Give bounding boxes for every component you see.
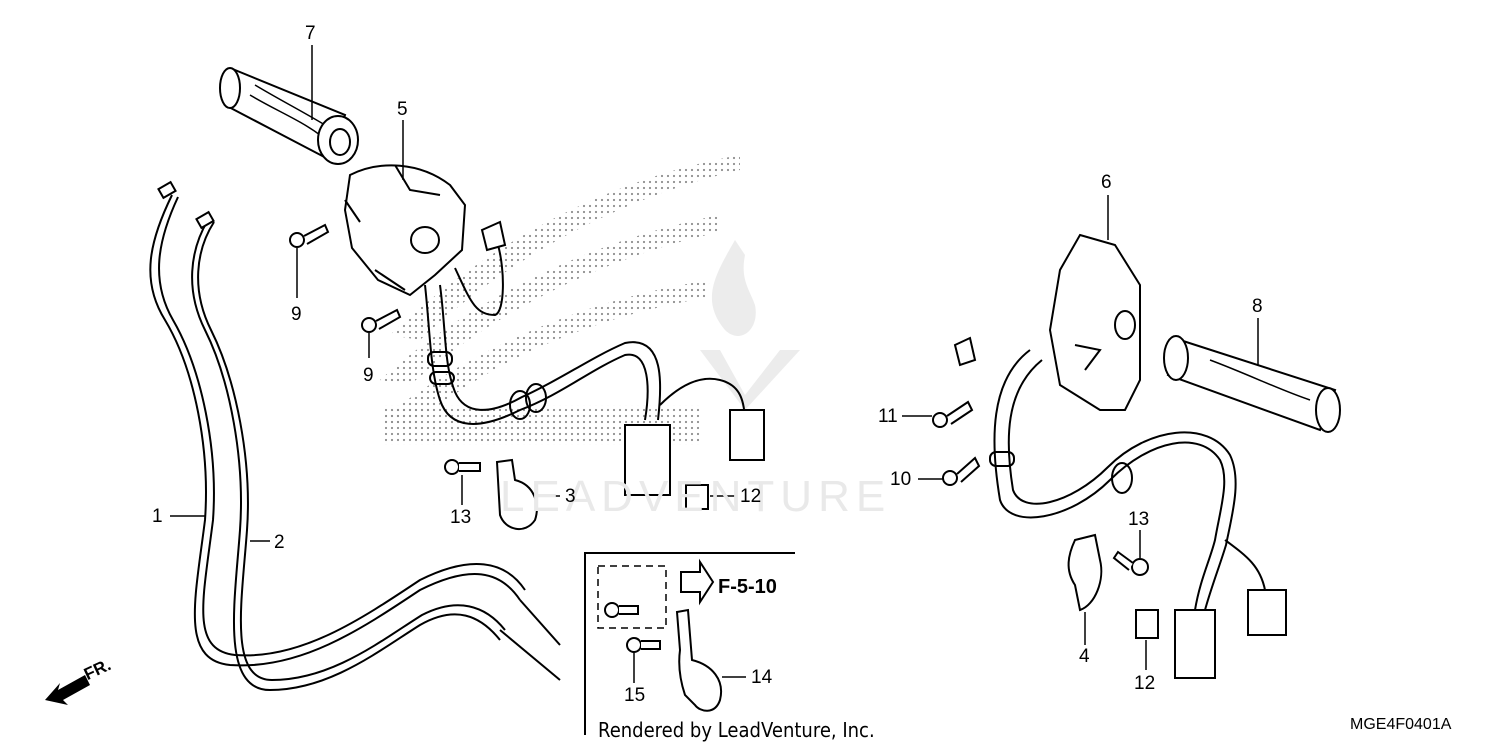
front-direction-arrow (45, 675, 90, 705)
throttle-grip[interactable] (219, 67, 359, 165)
dotted-wing-background (380, 155, 740, 445)
callout-9a[interactable]: 9 (291, 304, 302, 325)
bolt-13b[interactable] (1112, 550, 1149, 576)
clamp-14[interactable] (675, 608, 723, 712)
screw-10[interactable] (942, 456, 981, 486)
bolt-inset-dashed (604, 602, 639, 618)
callout-2[interactable]: 2 (274, 532, 285, 553)
callout-13b[interactable]: 13 (1128, 509, 1150, 530)
callout-12b[interactable]: 12 (1134, 673, 1156, 694)
connector-cap-12a[interactable] (685, 484, 709, 510)
screw-9a[interactable] (289, 223, 330, 248)
callout-15[interactable]: 15 (624, 685, 646, 706)
left-handlebar-switch[interactable] (343, 164, 467, 297)
callout-13a[interactable]: 13 (450, 507, 472, 528)
callout-9b[interactable]: 9 (363, 365, 374, 386)
callout-8[interactable]: 8 (1252, 296, 1263, 317)
callout-7[interactable]: 7 (305, 23, 316, 44)
inset-box (584, 552, 795, 735)
callout-10[interactable]: 10 (890, 469, 912, 490)
screw-11[interactable] (932, 400, 974, 428)
figure-code: MGE4F0401A (1350, 716, 1452, 733)
callout-4[interactable]: 4 (1079, 646, 1090, 667)
left-grip[interactable] (1163, 335, 1341, 433)
right-handlebar-switch[interactable] (1048, 233, 1141, 411)
callout-5[interactable]: 5 (397, 99, 408, 120)
callout-3[interactable]: 3 (565, 486, 576, 507)
bolt-13a[interactable] (444, 459, 481, 475)
callout-11[interactable]: 11 (878, 406, 898, 427)
watermark-logo (700, 240, 800, 410)
throttle-cables[interactable] (149, 180, 561, 692)
callout-12a[interactable]: 12 (740, 486, 762, 507)
callout-6[interactable]: 6 (1101, 172, 1112, 193)
clamp-4[interactable] (1067, 533, 1103, 612)
reference-link-f-5-10[interactable]: F-5-10 (718, 576, 777, 598)
clamp-3[interactable] (495, 458, 538, 530)
left-harness (424, 220, 765, 496)
callout-1[interactable]: 1 (152, 506, 163, 527)
connector-cap-12b[interactable] (1135, 609, 1159, 639)
leader-lines (170, 45, 1259, 683)
callout-14[interactable]: 14 (751, 667, 773, 688)
screw-9b[interactable] (361, 308, 402, 333)
watermark-text: LEADVENTURE (500, 472, 892, 521)
bolt-15[interactable] (626, 637, 661, 653)
right-harness (953, 336, 1287, 679)
render-credit: Rendered by LeadVenture, Inc. (598, 718, 875, 742)
